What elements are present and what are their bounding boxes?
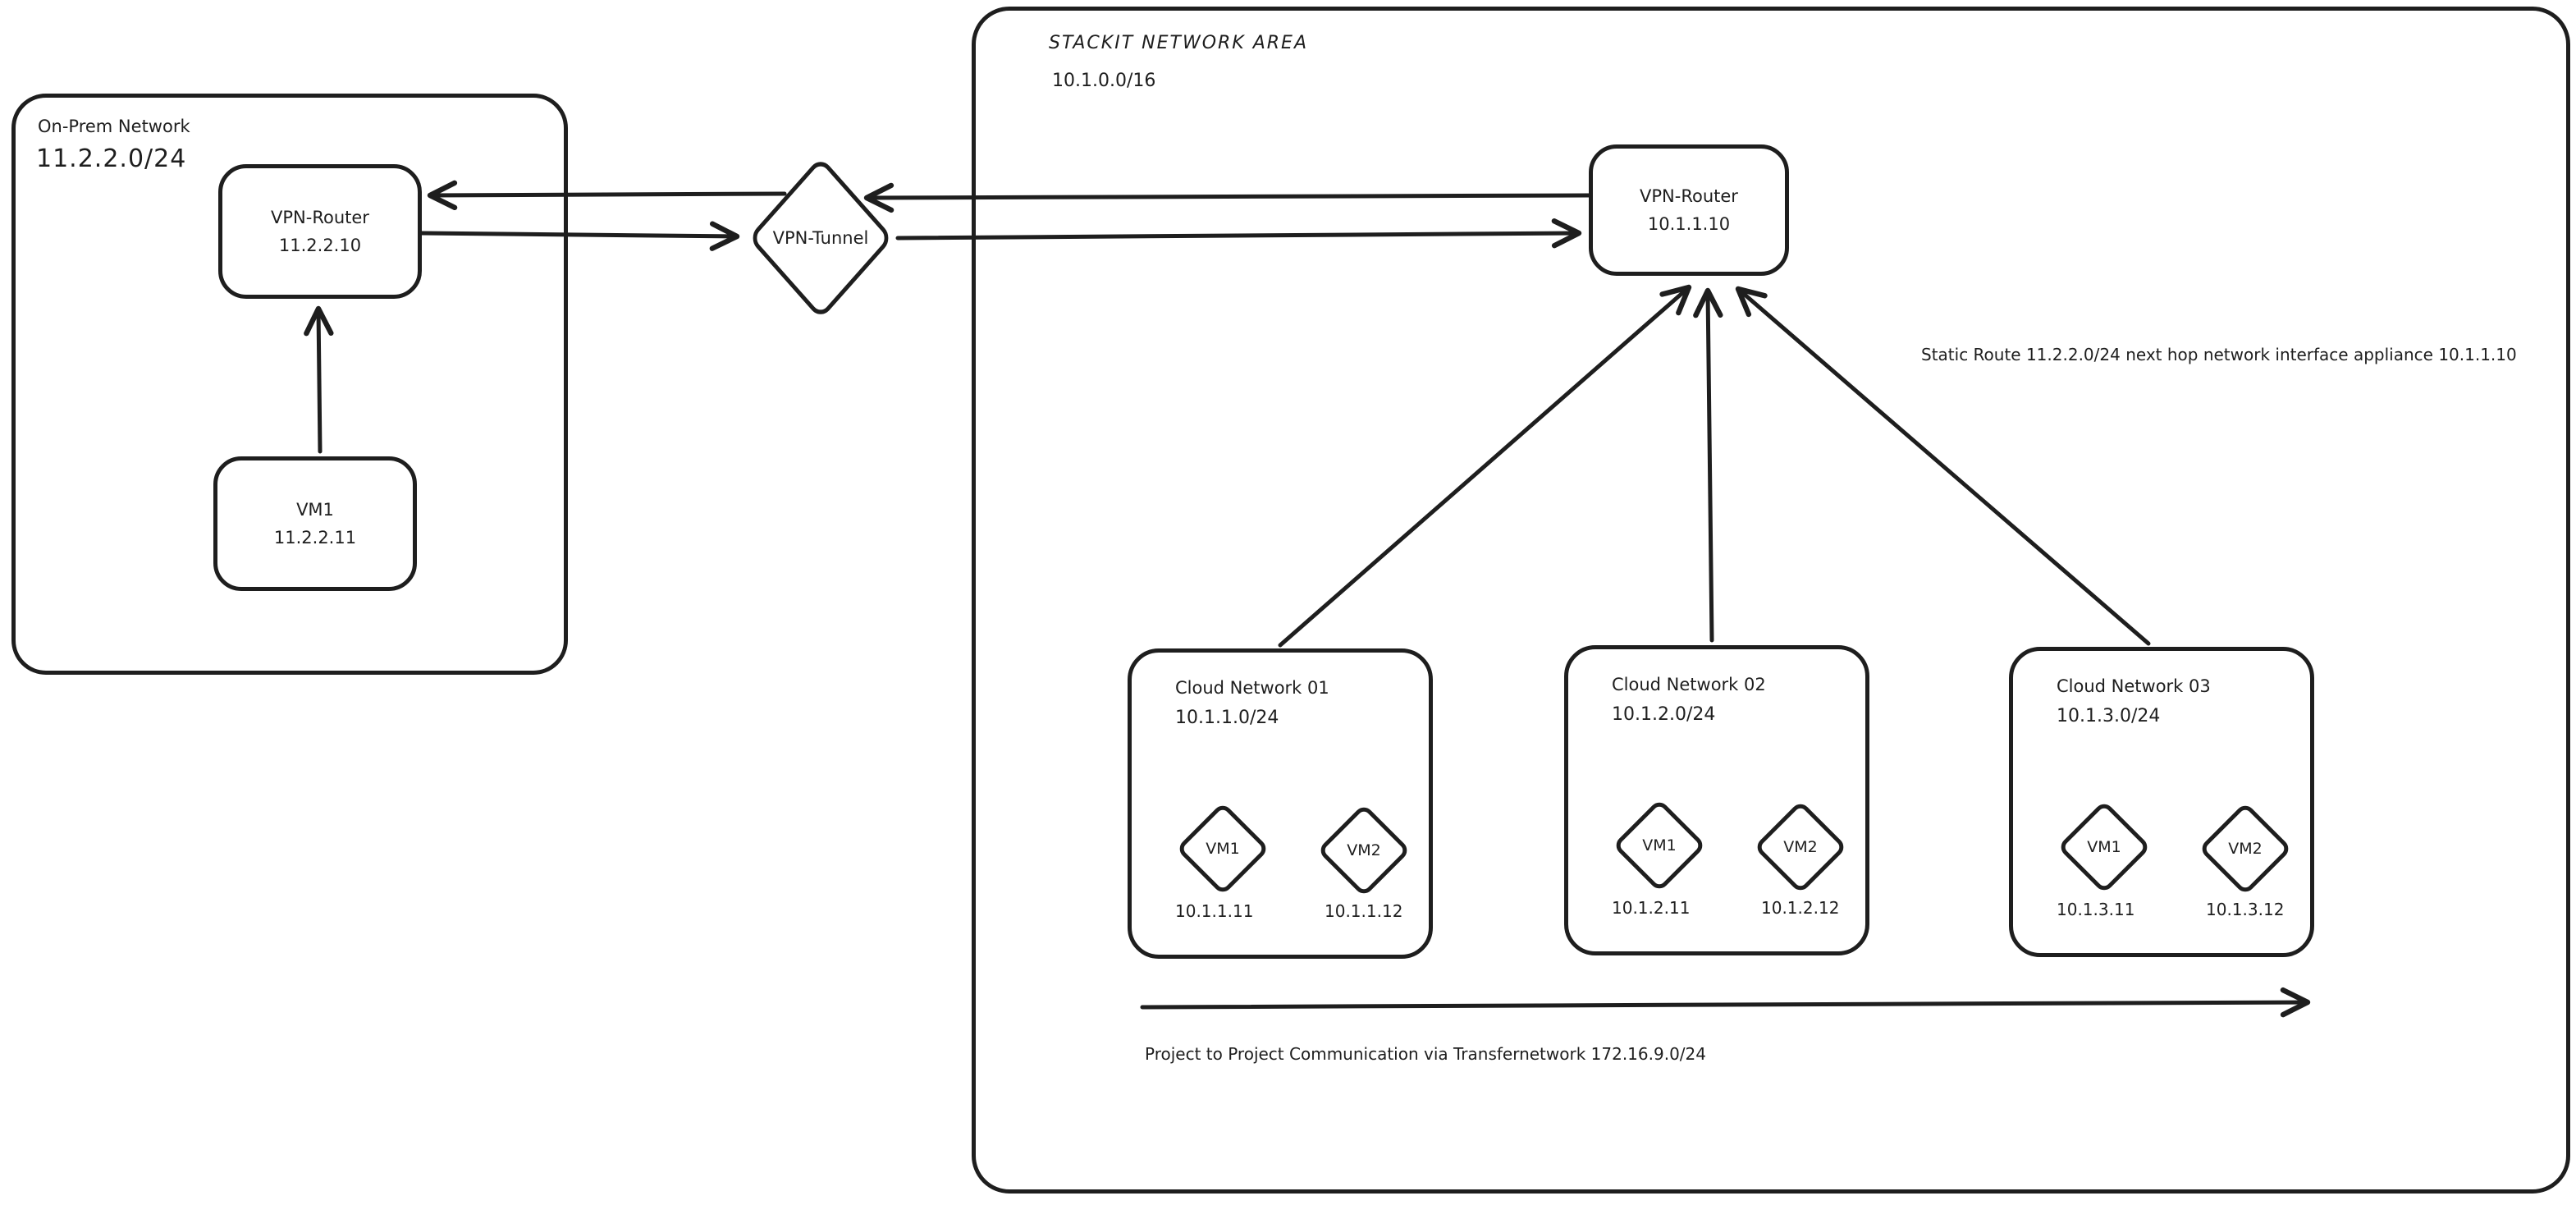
transfer-network-note: Project to Project Communication via Tra… [1145, 1044, 1706, 1064]
cloud-01-vm1-diamond: VM1 [1172, 798, 1274, 900]
vpn-tunnel-diamond: VPN-Tunnel [730, 144, 911, 332]
stackit-vpn-router-node: VPN-Router 10.1.1.10 [1589, 144, 1789, 276]
cloud-02-vm2-label: VM2 [1783, 838, 1818, 856]
on-prem-vm1-node: VM1 11.2.2.11 [213, 456, 417, 591]
cloud-network-01-frame [1128, 648, 1433, 959]
stackit-network-title: STACKIT NETWORK AREA [1049, 33, 1308, 53]
cloud-03-vm2-diamond: VM2 [2194, 798, 2296, 900]
on-prem-network-title: On-Prem Network [38, 117, 190, 136]
stackit-vpn-router-name: VPN-Router [1640, 186, 1738, 206]
cloud-02-vm2-ip: 10.1.2.12 [1761, 898, 1840, 918]
cloud-02-vm1-label: VM1 [1642, 836, 1677, 854]
cloud-network-02-cidr: 10.1.2.0/24 [1612, 704, 1716, 725]
cloud-network-01-cidr: 10.1.1.0/24 [1175, 708, 1279, 728]
cloud-network-03-title: Cloud Network 03 [2057, 676, 2211, 696]
on-prem-vm1-name: VM1 [296, 499, 334, 520]
cloud-02-vm1-ip: 10.1.2.11 [1612, 898, 1691, 918]
cloud-01-vm2-diamond: VM2 [1313, 800, 1415, 901]
stackit-vpn-router-ip: 10.1.1.10 [1647, 214, 1731, 234]
cloud-01-vm1-ip: 10.1.1.11 [1175, 901, 1254, 921]
on-prem-vpn-router-node: VPN-Router 11.2.2.10 [218, 164, 422, 299]
vpn-tunnel-label: VPN-Tunnel [772, 228, 869, 248]
cloud-network-01-title: Cloud Network 01 [1175, 678, 1329, 698]
on-prem-network-frame [11, 94, 568, 675]
cloud-02-vm2-diamond: VM2 [1750, 796, 1851, 898]
cloud-network-02-frame [1564, 645, 1869, 955]
cloud-03-vm1-label: VM1 [2087, 838, 2121, 856]
cloud-01-vm2-label: VM2 [1347, 841, 1381, 859]
cloud-03-vm1-diamond: VM1 [2053, 796, 2155, 898]
on-prem-network-cidr: 11.2.2.0/24 [36, 144, 187, 173]
cloud-network-03-cidr: 10.1.3.0/24 [2057, 706, 2161, 726]
cloud-03-vm2-label: VM2 [2228, 840, 2263, 858]
on-prem-vm1-ip: 11.2.2.11 [273, 528, 357, 548]
cloud-03-vm2-ip: 10.1.3.12 [2206, 900, 2285, 919]
cloud-02-vm1-diamond: VM1 [1608, 795, 1710, 896]
stackit-network-frame [972, 7, 2570, 1194]
cloud-network-03-frame [2009, 647, 2314, 957]
on-prem-vpn-router-ip: 11.2.2.10 [278, 236, 362, 255]
cloud-01-vm2-ip: 10.1.1.12 [1325, 901, 1403, 921]
cloud-03-vm1-ip: 10.1.3.11 [2057, 900, 2135, 919]
static-route-note: Static Route 11.2.2.0/24 next hop networ… [1921, 345, 2517, 364]
stackit-network-cidr: 10.1.0.0/16 [1052, 71, 1156, 91]
on-prem-vpn-router-name: VPN-Router [271, 207, 369, 227]
cloud-01-vm1-label: VM1 [1206, 840, 1240, 858]
cloud-network-02-title: Cloud Network 02 [1612, 675, 1766, 694]
